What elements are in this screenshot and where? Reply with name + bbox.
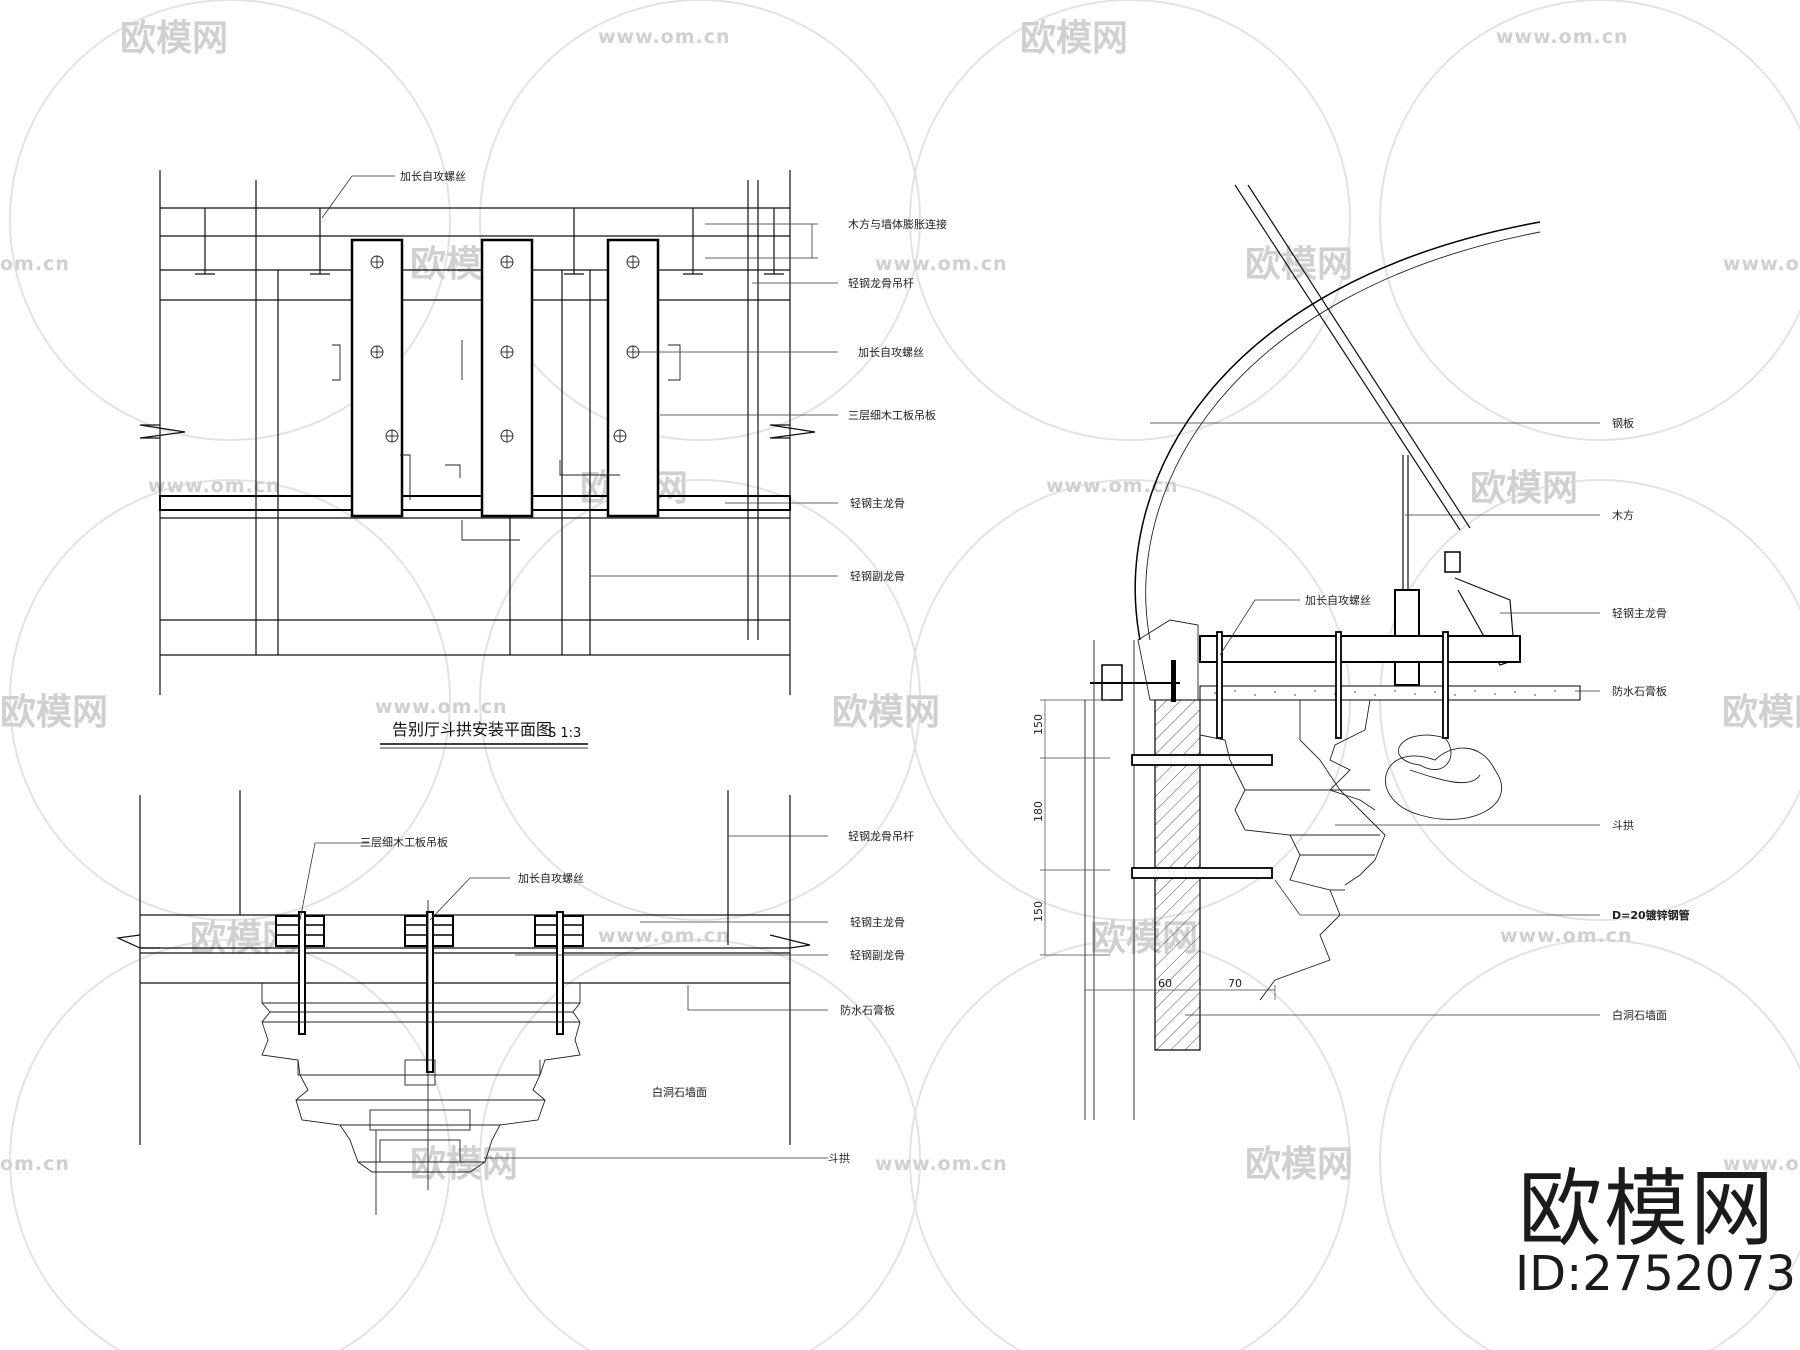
watermark-url: www.om.cn [875,253,1008,275]
dimension-lines [1040,699,1276,1000]
front-label-hanger: 轻钢龙骨吊杆 [848,829,914,843]
section-label-steel-plate: 钢板 [1612,416,1634,430]
watermark-url: om.cn [0,253,70,275]
brand-id: ID:2752073 [1515,1246,1796,1302]
plan-title: 告别厅斗拱安装平面图 [392,720,552,739]
watermark-brand: 欧模网 [0,692,108,733]
plan-view: 加长自攻螺丝 木方与墙体膨胀连接 轻钢龙骨吊杆 加长自攻螺丝 三层细木工板吊板 … [139,169,947,749]
watermark-url: www.om.cn [1723,1153,1800,1175]
watermark-url: www.om.cn [148,475,281,497]
label-screw-top: 加长自攻螺丝 [400,169,466,183]
watermarks: 欧模网 www.om.cn 欧模网 www.om.cn om.cn 欧模网 ww… [0,18,1800,1185]
front-label-sub-keel: 轻钢副龙骨 [850,948,905,962]
front-view: 三层细木工板吊板 加长自攻螺丝 轻钢龙骨吊杆 轻钢主龙骨 轻钢副龙骨 防水石膏板… [115,790,914,1215]
section-label-main-keel: 轻钢主龙骨 [1612,606,1667,620]
front-label-main-keel: 轻钢主龙骨 [850,915,905,929]
brand-block: 欧模网 ID:2752073 [1515,1160,1796,1302]
plan-scale: S 1:3 [548,726,581,741]
section-label-pipe: D=20镀锌钢管 [1612,908,1690,922]
watermark-brand: 欧模网 [120,18,228,59]
label-plywood: 三层细木工板吊板 [848,408,936,422]
dim-150-top: 150 [1032,714,1045,735]
section-label-marble: 白洞石墙面 [1612,1008,1667,1022]
front-label-screw: 加长自攻螺丝 [518,871,584,885]
watermark-brand: 欧模网 [1470,468,1578,509]
dougong-front [261,983,581,1173]
watermark-brand: 欧模网 [1245,1144,1353,1185]
watermark-url: www.om.cn [1500,925,1633,947]
plywood-blocks [275,911,584,1073]
section-view: 150 180 150 60 70 钢板 木方 加长自攻螺丝 轻钢主龙骨 防水石… [1032,184,1690,1120]
dim-70: 70 [1228,977,1242,990]
watermark-url: www.om.cn [1046,475,1179,497]
watermark-brand: 欧模网 [410,1144,518,1185]
watermark-url: www.om.cn [1723,253,1800,275]
section-label-wood: 木方 [1612,508,1634,522]
cloud-motif [1385,734,1502,820]
dougong-section [1199,699,1386,1001]
watermark-brand: 欧模网 [1020,18,1128,59]
label-screw-mid: 加长自攻螺丝 [858,345,924,359]
dim-180: 180 [1032,801,1045,822]
dim-60: 60 [1158,977,1172,990]
label-wood-wall: 木方与墙体膨胀连接 [848,217,947,231]
label-sub-keel: 轻钢副龙骨 [850,569,905,583]
brand-logo: 欧模网 [1518,1160,1776,1258]
watermark-url: www.om.cn [875,1153,1008,1175]
front-label-gypsum: 防水石膏板 [840,1003,895,1017]
watermark-url: www.om.cn [1496,26,1629,48]
section-label-gypsum: 防水石膏板 [1612,684,1667,698]
front-label-dougong: 斗拱 [828,1151,850,1165]
front-label-marble: 白洞石墙面 [652,1085,707,1099]
watermark-url: www.om.cn [598,26,731,48]
dim-150-bottom: 150 [1032,901,1045,922]
label-hanger: 轻钢龙骨吊杆 [848,276,914,290]
section-label-screw: 加长自攻螺丝 [1305,593,1371,607]
watermark-url: www.om.cn [598,925,731,947]
label-main-keel: 轻钢主龙骨 [850,496,905,510]
watermark-brand: 欧模网 [832,692,940,733]
section-label-dougong: 斗拱 [1612,818,1634,832]
watermark-url: om.cn [0,1153,70,1175]
front-label-plywood: 三层细木工板吊板 [360,835,448,849]
watermark-circles [9,0,1800,1350]
watermark-brand: 欧模网 [1722,692,1800,733]
watermark-url: www.om.cn [375,696,508,718]
